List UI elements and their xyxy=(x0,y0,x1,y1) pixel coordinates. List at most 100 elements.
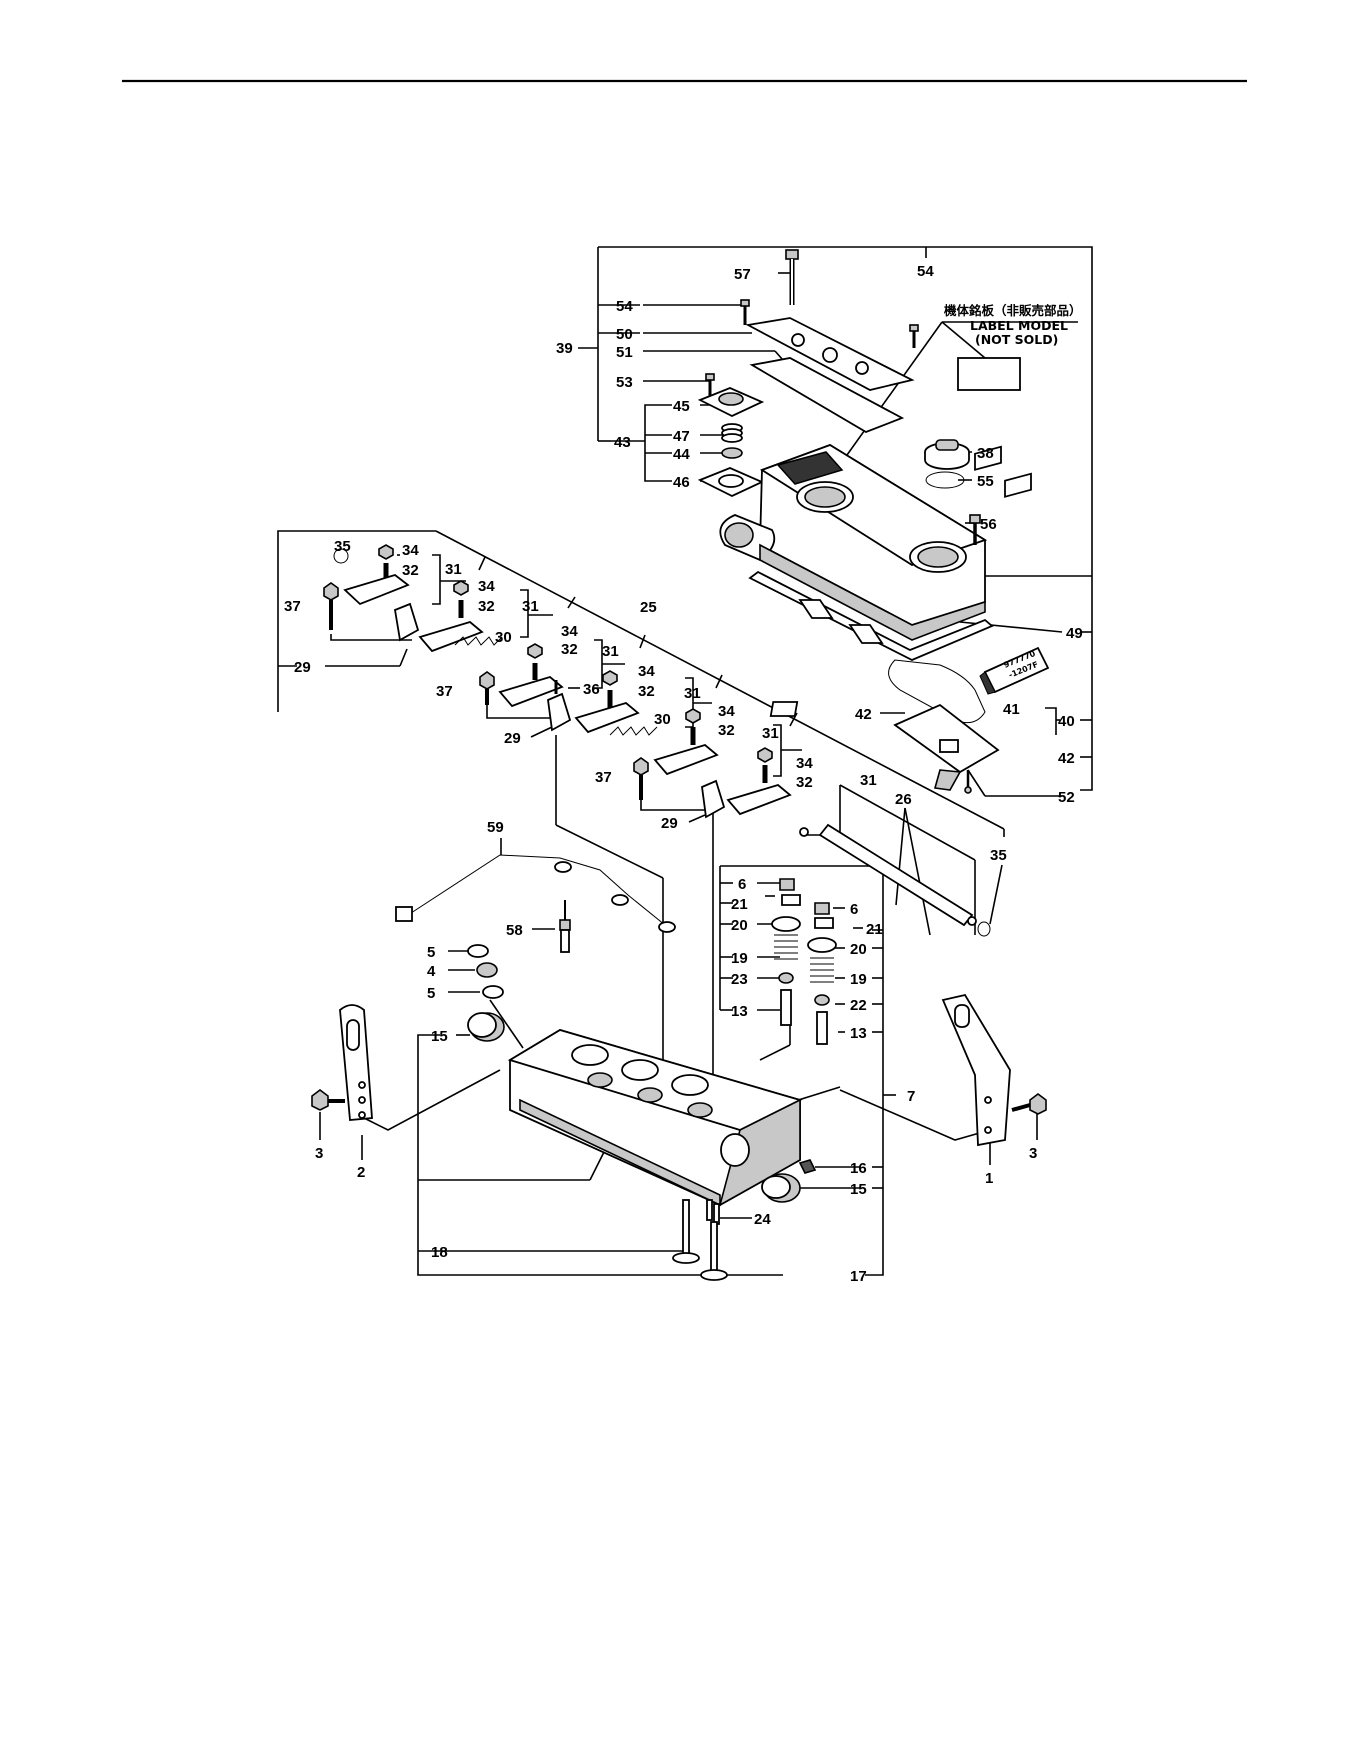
callout-31: 31 xyxy=(522,598,539,615)
callout-3: 3 xyxy=(315,1145,323,1162)
diaphragm-44 xyxy=(722,448,742,458)
bolt-3-left xyxy=(312,1090,345,1110)
callout-32: 32 xyxy=(638,683,655,700)
plug-15-top xyxy=(468,1013,504,1041)
callout-37: 37 xyxy=(595,769,612,786)
plate-46 xyxy=(700,468,762,496)
callout-21: 21 xyxy=(866,921,883,938)
plug-16 xyxy=(800,1160,815,1173)
callout-34: 34 xyxy=(638,663,655,680)
callout-30: 30 xyxy=(654,711,671,728)
callout-31: 31 xyxy=(445,561,462,578)
callout-56: 56 xyxy=(980,516,997,533)
callout-24: 24 xyxy=(754,1211,771,1228)
callout-35: 35 xyxy=(990,847,1007,864)
circlip-35-right xyxy=(978,922,990,936)
callout-20: 20 xyxy=(850,941,867,958)
callout-36: 36 xyxy=(583,681,600,698)
callout-47: 47 xyxy=(673,428,690,445)
label-model-plate xyxy=(958,358,1020,390)
callout-32: 32 xyxy=(718,722,735,739)
screw-54-right xyxy=(910,325,918,348)
spring-47 xyxy=(722,424,742,442)
callout-32: 32 xyxy=(478,598,495,615)
callout-44: 44 xyxy=(673,446,690,463)
callout-45: 45 xyxy=(673,398,690,415)
callout-1: 1 xyxy=(985,1170,993,1187)
callout-31: 31 xyxy=(860,772,877,789)
callout-41: 41 xyxy=(1003,701,1020,718)
bolt-57 xyxy=(786,250,798,305)
callout-37: 37 xyxy=(284,598,301,615)
callout-32: 32 xyxy=(402,562,419,579)
lifting-eye-1 xyxy=(943,995,1010,1145)
callout-42: 42 xyxy=(855,706,872,723)
callout-17: 17 xyxy=(850,1268,867,1285)
callout-32: 32 xyxy=(796,774,813,791)
callout-6: 6 xyxy=(850,901,858,918)
callout-20: 20 xyxy=(731,917,748,934)
callout-54: 54 xyxy=(917,263,934,280)
callout-49: 49 xyxy=(1066,625,1083,642)
callout-25: 25 xyxy=(640,599,657,616)
label-en-1: LABEL MODEL xyxy=(970,318,1068,333)
callout-19: 19 xyxy=(731,950,748,967)
callout-31: 31 xyxy=(602,643,619,660)
callout-30: 30 xyxy=(495,629,512,646)
callout-29: 29 xyxy=(661,815,678,832)
callout-2: 2 xyxy=(357,1164,365,1181)
callout-58: 58 xyxy=(506,922,523,939)
callout-42: 42 xyxy=(1058,750,1075,767)
callout-34: 34 xyxy=(561,623,578,640)
callout-53: 53 xyxy=(616,374,633,391)
callout-31: 31 xyxy=(684,685,701,702)
valve-cover xyxy=(720,445,992,660)
valve-18 xyxy=(673,1200,699,1263)
callout-5: 5 xyxy=(427,944,435,961)
callout-6: 6 xyxy=(738,876,746,893)
callout-34: 34 xyxy=(478,578,495,595)
callout-43: 43 xyxy=(614,434,631,451)
callout-21: 21 xyxy=(731,896,748,913)
callout-26: 26 xyxy=(895,791,912,808)
callout-4: 4 xyxy=(427,963,436,980)
glow-plug-58 xyxy=(560,900,570,952)
callout-50: 50 xyxy=(616,326,633,343)
callout-31: 31 xyxy=(762,725,779,742)
washer-5-bottom xyxy=(483,986,503,998)
callout-7: 7 xyxy=(907,1088,915,1105)
callout-37: 37 xyxy=(436,683,453,700)
callout-3: 3 xyxy=(1029,1145,1037,1162)
callout-15: 15 xyxy=(431,1028,448,1045)
washer-4 xyxy=(477,963,497,977)
callout-35: 35 xyxy=(334,538,351,555)
callout-13: 13 xyxy=(850,1025,867,1042)
valve-17 xyxy=(701,1222,727,1280)
screw-53 xyxy=(706,374,714,397)
callout-15: 15 xyxy=(850,1181,867,1198)
callout-40: 40 xyxy=(1058,713,1075,730)
dowel-pins-24 xyxy=(707,1200,719,1224)
valve-parts-left xyxy=(772,879,800,1025)
plug-15-bottom xyxy=(762,1174,800,1202)
screw-54-left xyxy=(741,300,749,325)
callout-34: 34 xyxy=(796,755,813,772)
callout-16: 16 xyxy=(850,1160,867,1177)
label-jp: 機体銘板（非販売部品） xyxy=(944,303,1082,318)
callout-18: 18 xyxy=(431,1244,448,1261)
callout-38: 38 xyxy=(977,445,994,462)
oil-cap-38 xyxy=(925,440,969,469)
callout-54: 54 xyxy=(616,298,633,315)
washer-5-top xyxy=(468,945,488,957)
callout-29: 29 xyxy=(504,730,521,747)
callout-13: 13 xyxy=(731,1003,748,1020)
callout-46: 46 xyxy=(673,474,690,491)
callout-39: 39 xyxy=(556,340,573,357)
sealant-tube: 977770 -1207F xyxy=(980,648,1048,694)
callout-34: 34 xyxy=(718,703,735,720)
label-en-2: (NOT SOLD) xyxy=(975,332,1058,347)
glow-harness-59 xyxy=(396,855,675,932)
callout-32: 32 xyxy=(561,641,578,658)
bolt-3-right xyxy=(1012,1094,1046,1114)
